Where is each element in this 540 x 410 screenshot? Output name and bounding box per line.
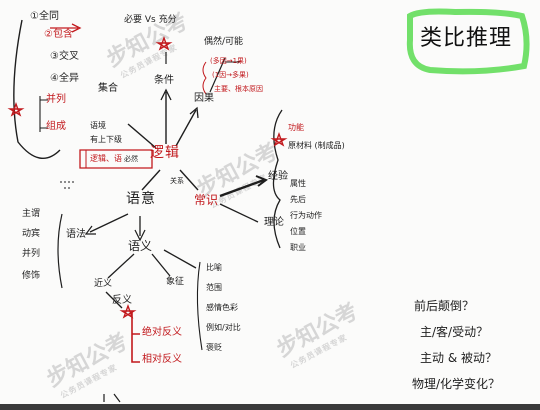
cause-item-possible: 偶然/可能 [204,37,244,47]
opposite-bracket [131,312,140,363]
red-box-outline [79,149,153,169]
condition-label: 条件 [154,75,174,86]
figure-metaphor: 比喻 [206,263,222,272]
common-item-function: 功能 [288,123,304,132]
meaning-feature: 象征 [166,277,185,287]
common-to-experience-line [219,178,265,198]
common-item-action: 行为动作 [290,211,322,220]
must-vs-sufficient: 必要 Vs 充分 [124,15,177,25]
meaning-absolute-opposite: 绝对反义 [142,327,182,338]
red-box-suffix: 必然 [124,155,138,163]
semantics-label: 语意 [126,191,156,207]
grammar-item-subject-predicate: 主谓 [22,209,41,219]
common-item-position: 位置 [290,227,306,236]
common-item-order: 先后 [290,195,306,204]
common-item-occupation: 职业 [290,243,306,252]
bottom-edge [0,404,540,410]
logic-to-cause-line [175,109,197,147]
question-subject-object: 主/客/受动？ [420,325,489,339]
cause-item-main-root: 主要、根本原因 [214,85,263,93]
grammar-item-verb-object: 动宾 [22,229,41,239]
relation-label: 关系 [170,177,184,185]
logic-to-set-line [127,123,157,149]
common-theory: 理论 [264,217,284,228]
set-item-identical: ①全同 [30,11,59,22]
grammar-label: 语法 [66,229,86,240]
set-item-parallel: 并列 [46,94,66,105]
set-item-contain: ②包含 [44,29,73,40]
figure-scope: 范围 [206,283,222,292]
cause-item-many-one: (多因→1果) [210,57,247,65]
star-markers [7,35,288,319]
figure-emotion: 感情色彩 [206,303,238,312]
grammar-item-parallel: 并列 [22,249,41,259]
set-item-cross: ③交叉 [50,51,79,62]
set-label: 集合 [98,83,118,94]
title-highlight [406,8,530,75]
experience-brace [272,109,283,249]
meaning-near: 近义 [94,279,113,289]
meaning-relative-opposite: 相对反义 [142,354,182,365]
common-item-attribute: 属性 [290,179,306,188]
note-hierarchy: 有上下级 [90,135,122,144]
grammar-item-modify: 修饰 [22,271,41,281]
meaning-opposite: 反义 [112,295,132,306]
common-label: 常识 [194,193,219,207]
logic-center: 逻辑 [150,145,180,161]
set-item-compose: 组成 [46,121,66,132]
question-active-passive: 主动 & 被动？ [420,351,497,365]
note-context: 语境 [90,121,106,130]
figure-praise-blame: 褒贬 [206,343,222,352]
meaning-label: 语义 [128,239,153,253]
page-title: 类比推理 [420,26,513,51]
cause-item-one-many: (1因→多果) [212,71,249,79]
red-box-text: 逻辑、语 [90,154,122,163]
set-brace [13,19,61,159]
set-item-disjoint: ④全异 [50,73,79,84]
figure-contrast: 例如/对比 [206,323,241,332]
common-item-material: 原材料 (制成品) [288,141,345,150]
cause-label: 因果 [194,93,214,104]
question-order: 前后颠倒？ [414,299,475,313]
question-physical-chemical: 物理/化学变化？ [412,377,501,391]
common-experience: 经验 [268,171,288,182]
